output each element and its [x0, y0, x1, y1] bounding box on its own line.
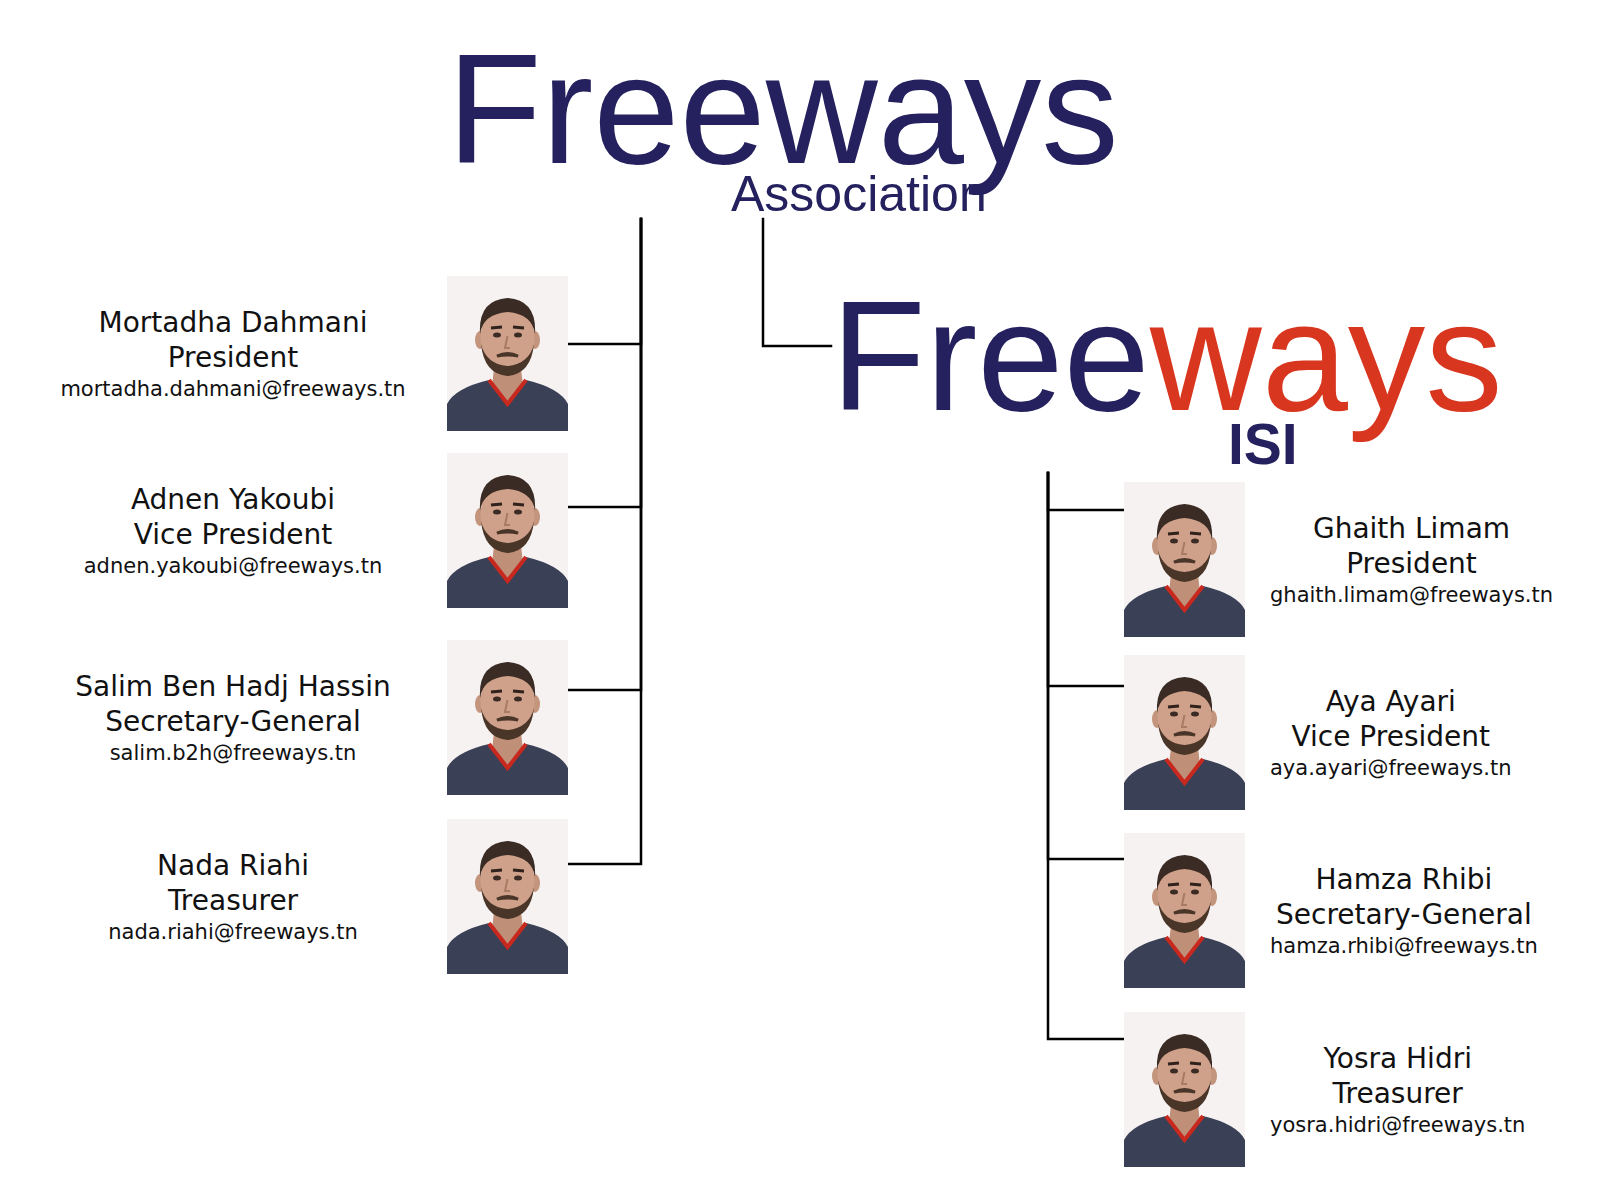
member-photo — [447, 640, 568, 795]
person-name: Hamza Rhibi — [1316, 862, 1493, 898]
person-name: Salim Ben Hadj Hassin — [75, 669, 390, 705]
member-photo — [447, 453, 568, 608]
person-name: Yosra Hidri — [1323, 1041, 1472, 1077]
member-photo — [1124, 482, 1245, 637]
member-text: Ghaith LimamPresidentghaith.limam@freewa… — [1270, 482, 1553, 637]
member-photo — [447, 276, 568, 431]
person-email: aya.ayari@freeways.tn — [1270, 754, 1512, 782]
person-name: Aya Ayari — [1326, 684, 1456, 720]
member-card: Adnen YakoubiVice Presidentadnen.yakoubi… — [33, 453, 568, 608]
person-role: Secretary-General — [1276, 898, 1532, 932]
tree-connector — [763, 219, 831, 346]
tree-connector — [568, 219, 641, 690]
member-card: Aya AyariVice Presidentaya.ayari@freeway… — [1124, 655, 1512, 810]
person-role: Vice President — [1292, 720, 1490, 754]
person-email: yosra.hidri@freeways.tn — [1270, 1111, 1525, 1139]
member-photo — [1124, 482, 1245, 637]
person-email: mortadha.dahmani@freeways.tn — [60, 375, 405, 403]
logo-word: Free — [831, 279, 1150, 434]
member-photo — [447, 276, 568, 431]
member-photo — [1124, 655, 1245, 810]
person-name: Nada Riahi — [157, 848, 309, 884]
person-role: Treasurer — [1333, 1077, 1463, 1111]
member-card: Nada RiahiTreasurernada.riahi@freeways.t… — [33, 819, 568, 974]
person-role: Treasurer — [168, 884, 298, 918]
tree-connector — [1048, 473, 1124, 1039]
person-email: hamza.rhibi@freeways.tn — [1270, 932, 1538, 960]
member-photo — [447, 453, 568, 608]
member-card: Hamza RhibiSecretary-Generalhamza.rhibi@… — [1124, 833, 1538, 988]
person-name: Mortadha Dahmani — [99, 305, 368, 341]
person-name: Adnen Yakoubi — [131, 482, 335, 518]
member-card: Ghaith LimamPresidentghaith.limam@freewa… — [1124, 482, 1553, 637]
tree-connector — [1048, 473, 1124, 510]
member-photo — [447, 640, 568, 795]
person-name: Ghaith Limam — [1313, 511, 1510, 547]
member-text: Nada RiahiTreasurernada.riahi@freeways.t… — [33, 819, 433, 974]
member-photo — [1124, 1012, 1245, 1167]
person-email: nada.riahi@freeways.tn — [108, 918, 358, 946]
member-text: Mortadha DahmaniPresidentmortadha.dahman… — [33, 276, 433, 431]
tree-connector — [568, 219, 641, 864]
tree-connector — [1048, 473, 1124, 859]
member-card: Salim Ben Hadj HassinSecretary-Generalsa… — [33, 640, 568, 795]
logo-subtitle: ISI — [1228, 416, 1298, 473]
member-text: Yosra HidriTreasureryosra.hidri@freeways… — [1270, 1012, 1525, 1167]
person-role: President — [1346, 547, 1477, 581]
member-photo — [1124, 833, 1245, 988]
tree-connector — [1048, 473, 1124, 686]
logo-word: Freeways — [447, 32, 1119, 187]
person-email: ghaith.limam@freeways.tn — [1270, 581, 1553, 609]
member-card: Yosra HidriTreasureryosra.hidri@freeways… — [1124, 1012, 1525, 1167]
person-role: President — [168, 341, 299, 375]
member-photo — [1124, 833, 1245, 988]
logo-node: FreewaysISI — [831, 279, 1508, 473]
member-text: Aya AyariVice Presidentaya.ayari@freeway… — [1270, 655, 1512, 810]
member-text: Hamza RhibiSecretary-Generalhamza.rhibi@… — [1270, 833, 1538, 988]
member-text: Salim Ben Hadj HassinSecretary-Generalsa… — [33, 640, 433, 795]
person-email: salim.b2h@freeways.tn — [110, 739, 357, 767]
person-role: Secretary-General — [105, 705, 361, 739]
tree-connector — [568, 219, 641, 344]
member-card: Mortadha DahmaniPresidentmortadha.dahman… — [33, 276, 568, 431]
person-role: Vice President — [134, 518, 332, 552]
person-email: adnen.yakoubi@freeways.tn — [84, 552, 382, 580]
member-text: Adnen YakoubiVice Presidentadnen.yakoubi… — [33, 453, 433, 608]
member-photo — [447, 819, 568, 974]
member-photo — [1124, 655, 1245, 810]
logo-node: FreewaysAssociation — [440, 30, 1123, 219]
member-photo — [1124, 1012, 1245, 1167]
logo-word: ways — [1150, 279, 1503, 434]
member-photo — [447, 819, 568, 974]
logo-subtitle: Association — [731, 169, 987, 219]
tree-connector — [568, 219, 641, 507]
